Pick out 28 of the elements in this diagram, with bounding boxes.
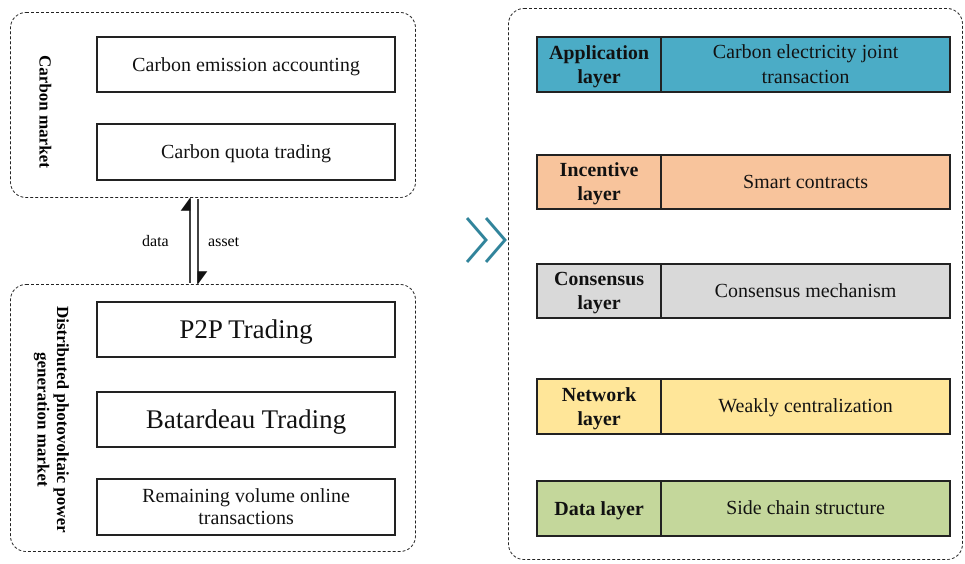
layer-name: Data layer [538, 482, 662, 535]
double-chevron-arrow [466, 216, 507, 264]
layer-name: Incentive layer [538, 156, 662, 208]
dashed-group-frame [10, 284, 416, 552]
layer-description: Carbon electricity joint transaction [712, 40, 900, 90]
group-title: Carbon market [35, 54, 55, 170]
layer-description: Consensus mechanism [714, 278, 898, 304]
process-box: Carbon quota trading [96, 123, 396, 181]
layer-bar [536, 154, 951, 210]
layer-description: Smart contracts [742, 170, 869, 194]
arrow [181, 198, 191, 283]
arrow [197, 199, 207, 284]
layer-bar [536, 36, 951, 93]
layer-bar [536, 480, 951, 537]
dashed-container-frame [508, 8, 963, 560]
layer-description: Weakly centralization [717, 394, 894, 419]
layer-name: Application layer [538, 38, 662, 91]
layer-bar [536, 263, 951, 319]
process-box: P2P Trading [96, 301, 396, 358]
layer-name: Network layer [538, 380, 662, 433]
process-box: Remaining volume online transactions [96, 478, 396, 536]
group-title: Distributed photovoltaic power generation market [33, 304, 72, 534]
process-box: Carbon emission accounting [96, 36, 396, 93]
dashed-group-frame [10, 12, 416, 198]
layer-bar [536, 378, 951, 435]
layer-description: Side chain structure [725, 496, 886, 521]
layer-name: Consensus layer [538, 265, 662, 317]
process-box: Batardeau Trading [96, 391, 396, 448]
